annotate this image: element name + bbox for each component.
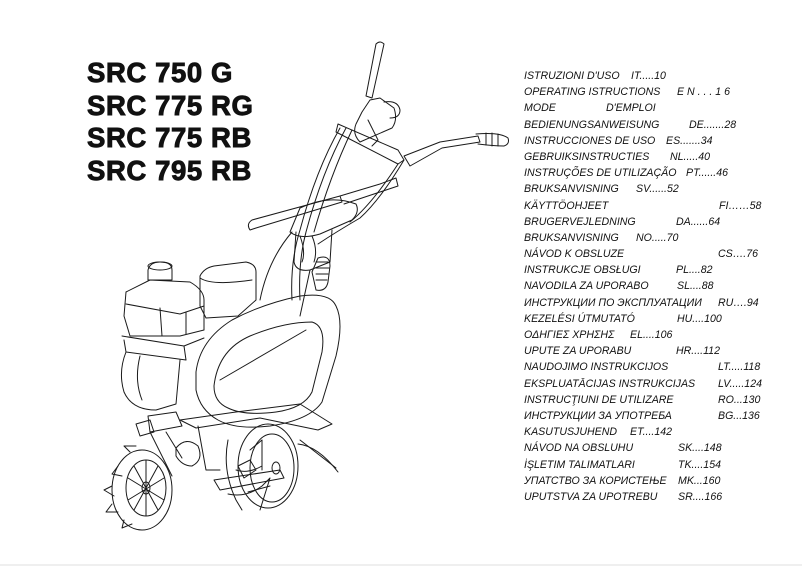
toc-language-label: BRUKSANVISNING bbox=[524, 231, 619, 244]
toc-entry[interactable]: KASUTUSJUHEND ET....142 bbox=[524, 424, 794, 440]
toc-entry[interactable]: NAVODILA ZA UPORABO SL....88 bbox=[524, 278, 794, 294]
toc-entry[interactable]: NÁVOD NA OBSLUHU SK....148 bbox=[524, 440, 794, 456]
table-of-contents: ISTRUZIONI D'USO IT.....10 OPERATING ISTR… bbox=[524, 68, 794, 505]
toc-entry[interactable]: UPUTE ZA UPORABU HR....112 bbox=[524, 343, 794, 359]
toc-entry[interactable]: İŞLETIM TALIMATLARI TK....154 bbox=[524, 457, 794, 473]
toc-language-label: UPUTE ZA UPORABU bbox=[524, 345, 632, 358]
toc-entry[interactable]: BRUKSANVISNING SV......52 bbox=[524, 181, 794, 197]
toc-page-ref: TK....154 bbox=[678, 458, 721, 471]
toc-page-ref: PT......46 bbox=[686, 167, 729, 180]
toc-entry[interactable]: ISTRUZIONI D'USO IT.....10 bbox=[524, 68, 794, 84]
toc-language-label: NAVODILA ZA UPORABO bbox=[524, 280, 649, 293]
toc-page-ref: NO.....70 bbox=[636, 231, 679, 244]
toc-page-ref: SK....148 bbox=[678, 442, 722, 455]
toc-entry[interactable]: ΟΔΗΓΙΕΣ ΧΡΗΣΗΣ EL....106 bbox=[524, 327, 794, 343]
toc-page-ref: D'EMPLOI bbox=[606, 102, 656, 115]
toc-language-label: BEDIENUNGSANWEISUNG bbox=[524, 118, 660, 131]
toc-language-label: NAUDOJIMO INSTRUKCIJOS bbox=[524, 361, 669, 374]
toc-entry[interactable]: NAUDOJIMO INSTRUKCIJOS LT.....118 bbox=[524, 359, 794, 375]
toc-language-label: ИНСТРУКЦИИ ПО ЭКСПЛУАТАЦИИ bbox=[524, 296, 702, 309]
model-title: SRC 750 G bbox=[87, 57, 234, 89]
toc-language-label: INSTRUCCIONES DE USO bbox=[524, 134, 656, 147]
toc-entry[interactable]: BRUGERVEJLEDNING DA......64 bbox=[524, 214, 794, 230]
toc-page-ref: NL.....40 bbox=[670, 150, 711, 163]
toc-page-ref: LV.....124 bbox=[718, 377, 762, 390]
model-title: SRC 775 RB bbox=[87, 122, 252, 154]
toc-language-label: INSTRUÇÕES DE UTILIZAÇÃO bbox=[524, 167, 677, 180]
toc-language-label: УПАТСТВО ЗА КОРИСТЕЊЕ bbox=[524, 474, 667, 487]
toc-page-ref: DE.......28 bbox=[689, 118, 737, 131]
toc-page-ref: HU....100 bbox=[677, 312, 722, 325]
toc-entry[interactable]: GEBRUIKSINSTRUCTIES NL.....40 bbox=[524, 149, 794, 165]
toc-page-ref: SR....166 bbox=[678, 490, 723, 503]
toc-entry[interactable]: УПАТСТВО ЗА КОРИСТЕЊЕ MK...160 bbox=[524, 473, 794, 489]
toc-entry[interactable]: MODE D'EMPLOI bbox=[524, 100, 794, 116]
toc-entry[interactable]: INSTRUCCIONES DE USO ES.......34 bbox=[524, 133, 794, 149]
model-list: SRC 750 G SRC 775 RG SRC 775 RB SRC 795 … bbox=[87, 57, 254, 187]
model-title: SRC 775 RG bbox=[87, 89, 254, 121]
toc-language-label: ИНСТРУКЦИИ ЗА УПОТРЕБА bbox=[524, 409, 672, 422]
toc-language-label: MODE bbox=[524, 102, 556, 115]
toc-page-ref: ES.......34 bbox=[666, 134, 713, 147]
page-bottom-edge bbox=[0, 564, 802, 566]
toc-page-ref: PL....82 bbox=[676, 264, 713, 277]
toc-entry[interactable]: ИНСТРУКЦИИ ЗА УПОТРЕБА BG...136 bbox=[524, 408, 794, 424]
toc-language-label: KASUTUSJUHEND bbox=[524, 426, 618, 439]
toc-language-label: KÄYTTÖOHJEET bbox=[524, 199, 609, 212]
toc-language-label: ISTRUZIONI D'USO bbox=[524, 70, 620, 82]
toc-language-label: NÁVOD NA OBSLUHU bbox=[524, 442, 634, 455]
toc-page-ref: ET....142 bbox=[630, 426, 673, 439]
toc-language-label: KEZELÉSI ÚTMUTATÓ bbox=[524, 312, 635, 325]
toc-language-label: GEBRUIKSINSTRUCTIES bbox=[524, 150, 650, 163]
toc-language-label: BRUKSANVISNING bbox=[524, 183, 619, 196]
toc-entry[interactable]: INSTRUÇÕES DE UTILIZAÇÃO PT......46 bbox=[524, 165, 794, 181]
toc-page-ref: EL....106 bbox=[630, 329, 673, 341]
toc-language-label: ΟΔΗΓΙΕΣ ΧΡΗΣΗΣ bbox=[524, 329, 615, 341]
toc-language-label: INSTRUCŢIUNI DE UTILIZARE bbox=[524, 393, 674, 406]
toc-language-label: UPUTSTVA ZA UPOTREBU bbox=[524, 490, 658, 503]
tiller-illustration bbox=[103, 41, 509, 531]
toc-entry[interactable]: EKSPLUATĀCIJAS INSTRUKCIJAS LV.....124 bbox=[524, 376, 794, 392]
toc-page-ref: LT.....118 bbox=[718, 361, 761, 374]
toc-page-ref: SV......52 bbox=[636, 183, 679, 196]
toc-page-ref: HR....112 bbox=[676, 345, 720, 358]
toc-page-ref: FI……58 bbox=[719, 199, 762, 212]
toc-language-label: NÁVOD K OBSLUZE bbox=[524, 248, 625, 261]
toc-language-label: İŞLETIM TALIMATLARI bbox=[524, 458, 635, 471]
toc-entry[interactable]: NÁVOD K OBSLUZE CS….76 bbox=[524, 246, 794, 262]
toc-entry[interactable]: BEDIENUNGSANWEISUNG DE.......28 bbox=[524, 117, 794, 133]
toc-entry[interactable]: UPUTSTVA ZA UPOTREBU SR....166 bbox=[524, 489, 794, 505]
toc-entry[interactable]: BRUKSANVISNING NO.....70 bbox=[524, 230, 794, 246]
toc-entry[interactable]: ИНСТРУКЦИИ ПО ЭКСПЛУАТАЦИИ RU….94 bbox=[524, 295, 794, 311]
toc-page-ref: E N . . . 1 6 bbox=[677, 86, 730, 99]
toc-page-ref: RO...130 bbox=[718, 393, 761, 406]
toc-entry[interactable]: KÄYTTÖOHJEET FI……58 bbox=[524, 198, 794, 214]
toc-language-label: INSTRUKCJE OBSŁUGI bbox=[524, 264, 641, 277]
toc-page-ref: SL....88 bbox=[677, 280, 714, 293]
toc-page-ref: MK...160 bbox=[678, 474, 721, 487]
toc-entry[interactable]: OPERATING ISTRUCTIONS E N . . . 1 6 bbox=[524, 84, 794, 100]
toc-page-ref: IT.....10 bbox=[631, 70, 666, 82]
toc-page-ref: RU….94 bbox=[718, 296, 759, 309]
toc-entry[interactable]: INSTRUKCJE OBSŁUGI PL....82 bbox=[524, 262, 794, 278]
toc-entry[interactable]: INSTRUCŢIUNI DE UTILIZARE RO...130 bbox=[524, 392, 794, 408]
toc-page-ref: BG...136 bbox=[718, 409, 760, 422]
toc-entry[interactable]: KEZELÉSI ÚTMUTATÓ HU....100 bbox=[524, 311, 794, 327]
toc-page-ref: DA......64 bbox=[676, 215, 721, 228]
model-title: SRC 795 RB bbox=[87, 154, 252, 186]
toc-language-label: BRUGERVEJLEDNING bbox=[524, 215, 636, 228]
toc-language-label: OPERATING ISTRUCTIONS bbox=[524, 86, 661, 99]
toc-language-label: EKSPLUATĀCIJAS INSTRUKCIJAS bbox=[524, 377, 696, 390]
toc-page-ref: CS….76 bbox=[718, 248, 759, 261]
